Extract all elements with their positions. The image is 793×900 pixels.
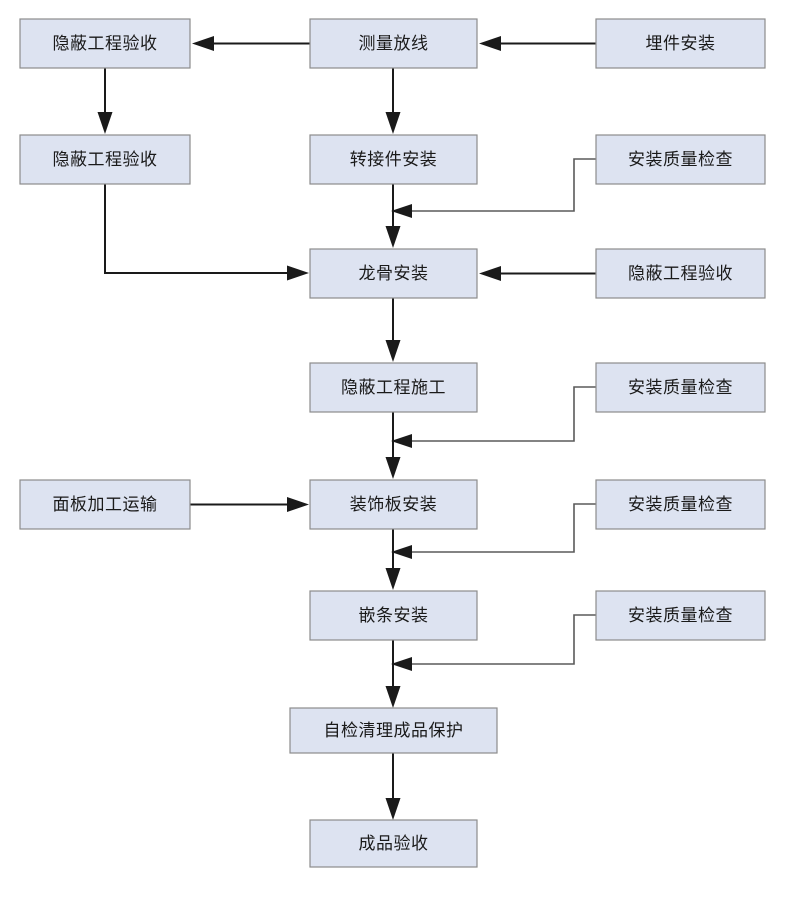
node-box[interactable] bbox=[309, 479, 478, 530]
node-label: 安装质量检查 bbox=[628, 378, 733, 397]
node-box[interactable] bbox=[595, 479, 766, 530]
arrow-head-icon bbox=[385, 112, 401, 134]
arrow-head-icon bbox=[385, 686, 401, 708]
edge-zhijian2-to-main bbox=[391, 386, 596, 448]
node-celiang-fangxian[interactable]: 测量放线 bbox=[309, 18, 478, 69]
node-layer: 隐蔽工程验收 测量放线 埋件安装 隐蔽工程验收 转接件安装 安装质量检查 bbox=[19, 18, 766, 868]
node-anzhuang-zhiliang-jiancha-2[interactable]: 安装质量检查 bbox=[595, 362, 766, 413]
node-box[interactable] bbox=[289, 707, 498, 754]
node-label: 隐蔽工程施工 bbox=[341, 378, 446, 397]
node-box[interactable] bbox=[595, 134, 766, 185]
node-anzhuang-zhiliang-jiancha-4[interactable]: 安装质量检查 bbox=[595, 590, 766, 641]
node-yinbi-gongcheng-yanshou-3[interactable]: 隐蔽工程验收 bbox=[595, 248, 766, 299]
node-box[interactable] bbox=[595, 248, 766, 299]
edge-zhijian4-to-main bbox=[391, 614, 596, 671]
node-label: 龙骨安装 bbox=[359, 264, 429, 283]
node-box[interactable] bbox=[19, 18, 191, 69]
arrow-head-icon bbox=[479, 266, 501, 281]
node-anzhuang-zhiliang-jiancha-3[interactable]: 安装质量检查 bbox=[595, 479, 766, 530]
arrow-head-icon bbox=[385, 457, 401, 479]
edge-yinbi1-to-yinbi2 bbox=[97, 68, 113, 134]
node-label: 成品验收 bbox=[359, 834, 429, 853]
edge-line bbox=[410, 158, 596, 212]
node-yinbi-gongcheng-yanshou-2[interactable]: 隐蔽工程验收 bbox=[19, 134, 191, 185]
arrow-head-icon bbox=[385, 340, 401, 362]
node-box[interactable] bbox=[19, 134, 191, 185]
node-box[interactable] bbox=[309, 362, 478, 413]
arrow-head-icon bbox=[479, 36, 501, 51]
node-label: 隐蔽工程验收 bbox=[53, 150, 158, 169]
node-box[interactable] bbox=[309, 248, 478, 299]
node-box[interactable] bbox=[595, 590, 766, 641]
node-label: 面板加工运输 bbox=[53, 495, 158, 514]
arrow-head-icon bbox=[385, 568, 401, 590]
edge-maijian-to-celiang bbox=[479, 36, 596, 51]
arrow-head-icon bbox=[385, 798, 401, 820]
node-qiantiao-anzhuang[interactable]: 嵌条安装 bbox=[309, 590, 478, 641]
edge-mianban-to-zhuangshiban bbox=[190, 497, 309, 512]
node-box[interactable] bbox=[309, 18, 478, 69]
edge-celiang-to-yinbi1 bbox=[192, 36, 310, 51]
edge-zhijian3-to-main bbox=[391, 503, 596, 559]
arrow-head-icon bbox=[391, 545, 412, 559]
node-box[interactable] bbox=[309, 590, 478, 641]
edge-line bbox=[410, 503, 596, 553]
edge-zijian-to-chengpin bbox=[385, 753, 401, 820]
arrow-head-icon bbox=[391, 657, 412, 671]
edge-longgu-to-yinbishigong bbox=[385, 298, 401, 362]
node-box[interactable] bbox=[309, 134, 478, 185]
node-box[interactable] bbox=[19, 479, 191, 530]
node-zijian-qingli-chengpin-baohu[interactable]: 自检清理成品保护 bbox=[289, 707, 498, 754]
arrow-head-icon bbox=[391, 434, 412, 448]
node-label: 隐蔽工程验收 bbox=[53, 34, 158, 53]
node-anzhuang-zhiliang-jiancha-1[interactable]: 安装质量检查 bbox=[595, 134, 766, 185]
edge-line bbox=[410, 614, 596, 665]
edge-yinbishigong-to-zhuangshiban bbox=[385, 412, 401, 479]
edge-yinbi3-to-longgu bbox=[479, 266, 596, 281]
edge-line bbox=[410, 386, 596, 442]
node-label: 测量放线 bbox=[359, 34, 429, 53]
edge-qiantiao-to-zijian bbox=[385, 640, 401, 708]
edge-line bbox=[104, 184, 288, 274]
arrow-head-icon bbox=[287, 497, 309, 512]
node-yinbi-gongcheng-shigong[interactable]: 隐蔽工程施工 bbox=[309, 362, 478, 413]
node-label: 转接件安装 bbox=[350, 150, 438, 169]
node-label: 隐蔽工程验收 bbox=[628, 264, 733, 283]
node-yinbi-gongcheng-yanshou-1[interactable]: 隐蔽工程验收 bbox=[19, 18, 191, 69]
arrow-head-icon bbox=[385, 226, 401, 248]
node-maijian-anzhuang[interactable]: 埋件安装 bbox=[595, 18, 766, 69]
node-label: 安装质量检查 bbox=[628, 606, 733, 625]
node-box[interactable] bbox=[595, 18, 766, 69]
node-longgu-anzhuang[interactable]: 龙骨安装 bbox=[309, 248, 478, 299]
node-zhuangshiban-anzhuang[interactable]: 装饰板安装 bbox=[309, 479, 478, 530]
edge-celiang-to-zhuanjiejian bbox=[385, 68, 401, 134]
arrow-head-icon bbox=[287, 265, 309, 281]
arrow-head-icon bbox=[391, 204, 412, 218]
node-label: 安装质量检查 bbox=[628, 150, 733, 169]
node-label: 自检清理成品保护 bbox=[324, 721, 464, 740]
edge-zhijian1-to-main bbox=[391, 158, 596, 218]
edge-layer bbox=[97, 36, 596, 820]
node-label: 嵌条安装 bbox=[359, 606, 429, 625]
edge-zhuangshiban-to-qiantiao bbox=[385, 529, 401, 590]
arrow-head-icon bbox=[97, 112, 113, 134]
node-mianban-jiagong-yunshu[interactable]: 面板加工运输 bbox=[19, 479, 191, 530]
node-chengpin-yanshou[interactable]: 成品验收 bbox=[309, 819, 478, 868]
arrow-head-icon bbox=[192, 36, 214, 51]
node-label: 埋件安装 bbox=[646, 34, 716, 53]
node-label: 安装质量检查 bbox=[628, 495, 733, 514]
edge-zhuanjiejian-to-longgu bbox=[385, 184, 401, 248]
edge-yinbi2-to-longgu bbox=[104, 184, 309, 281]
node-box[interactable] bbox=[309, 819, 478, 868]
node-zhuanjiejian-anzhuang[interactable]: 转接件安装 bbox=[309, 134, 478, 185]
node-label: 装饰板安装 bbox=[350, 495, 438, 514]
node-box[interactable] bbox=[595, 362, 766, 413]
